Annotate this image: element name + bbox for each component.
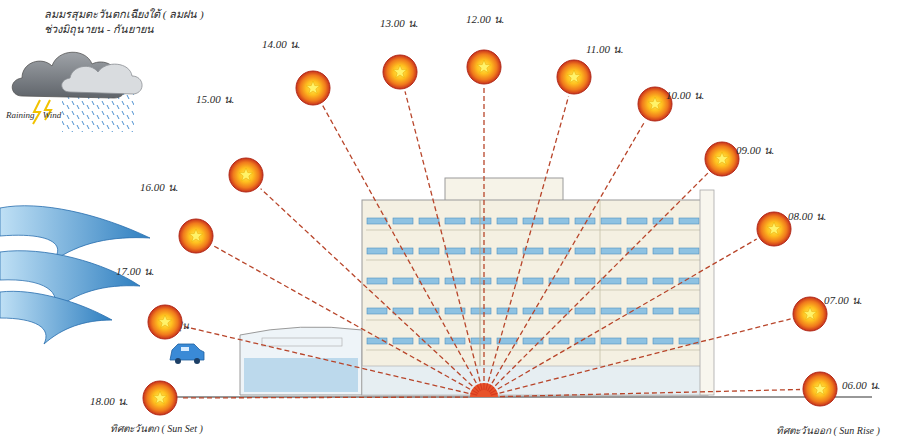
time-label: 06.00 น. — [842, 376, 880, 394]
note-label: ทิศตะวันออก ( Sun Rise ) — [776, 423, 880, 438]
sun-position: 16.00 น. — [178, 218, 214, 254]
time-label: 18.00 น. — [90, 392, 128, 410]
sun-position: 15.00 น. — [228, 157, 264, 193]
sunburst-stroke — [490, 390, 496, 394]
sun-position: 12.00 น. — [466, 49, 502, 85]
rain-cloud — [12, 52, 142, 132]
sun-position: 11.00 น. — [556, 59, 592, 95]
sun-position: 07.00 น. — [792, 296, 828, 332]
time-label: 14.00 น. — [262, 35, 300, 53]
sun-ray-line — [498, 239, 757, 389]
sun-position: 18.00 น. — [142, 380, 178, 416]
sun-position: 14.00 น. — [295, 70, 331, 106]
sun-position: 08.00 น. — [756, 211, 792, 247]
sun-ray-line — [500, 319, 791, 393]
sun-icon — [466, 49, 502, 85]
sun-icon — [792, 296, 828, 332]
sun-position: 13.00 น. — [382, 54, 418, 90]
sun-ray-line — [495, 173, 708, 386]
sun-ray-line — [213, 246, 470, 389]
time-label: 08.00 น. — [788, 207, 826, 225]
building-elevation — [240, 178, 714, 395]
weather-label: Raining Wind — [6, 110, 61, 120]
sun-icon — [178, 218, 214, 254]
sun-ray-line — [500, 389, 800, 396]
time-label: 10.00 น. — [666, 86, 704, 104]
sun-ray-line — [488, 96, 568, 381]
sun-icon — [556, 59, 592, 95]
sun-ray-line — [483, 87, 484, 381]
sun-ray-line — [184, 327, 468, 394]
time-label: 16.00 น. — [140, 178, 178, 196]
sun-icon — [382, 54, 418, 90]
time-label: 17.00 น. — [116, 262, 154, 280]
sun-ray-line — [261, 189, 473, 386]
sun-position: 06.00 น. — [802, 371, 838, 407]
sun-ray-line — [180, 396, 468, 398]
sunburst-stroke — [486, 383, 488, 390]
diagram-title: ลมมรสุมตะวันตกเฉียงใต้ ( ลมฝน ) — [44, 5, 204, 23]
time-label: 13.00 น. — [380, 14, 418, 32]
sun-icon — [756, 211, 792, 247]
car-icon — [170, 344, 204, 364]
sunburst-stroke — [470, 393, 477, 395]
sunburst-stroke — [483, 383, 484, 390]
sun-icon — [147, 304, 183, 340]
time-label: 12.00 น. — [466, 10, 504, 28]
sun-position: 17.00 น. — [147, 304, 183, 340]
sun-icon — [704, 141, 740, 177]
sunburst-origin — [470, 383, 498, 397]
sun-icon — [142, 380, 178, 416]
time-label: 15.00 น. — [196, 90, 234, 108]
note-label: ทิศตะวันตก ( Sun Set ) — [110, 421, 203, 436]
sunburst-stroke — [477, 385, 481, 391]
sun-icon — [295, 70, 331, 106]
sun-position: 10.00 น. — [637, 86, 673, 122]
time-label: 09.00 น. — [736, 141, 774, 159]
sun-icon — [228, 157, 264, 193]
note-label: ช่วงมิถุนายน - กันยายน — [44, 20, 154, 38]
sunburst-stroke — [480, 383, 482, 390]
sun-icon — [802, 371, 838, 407]
sun-ray-line — [323, 105, 477, 383]
time-label: 11.00 น. — [586, 40, 623, 58]
sun-ray-line — [405, 91, 480, 381]
sunburst-stroke — [491, 393, 498, 395]
sun-ray-line — [492, 121, 645, 383]
sun-position: 09.00 น. — [704, 141, 740, 177]
time-label: 07.00 น. — [824, 291, 862, 309]
